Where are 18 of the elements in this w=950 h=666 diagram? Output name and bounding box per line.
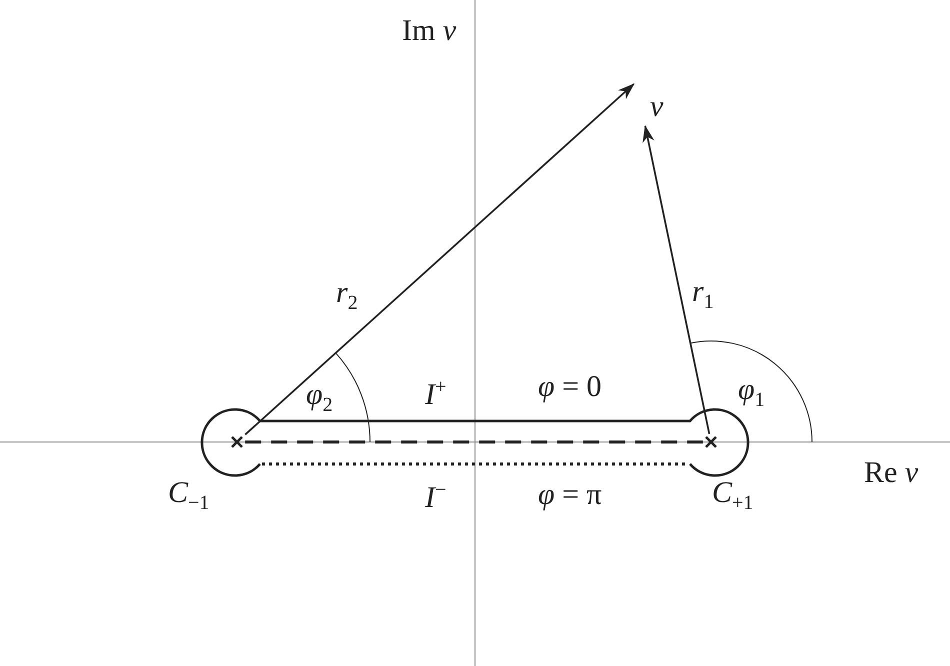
arrow (244, 83, 635, 436)
angle-label: φ$_{1}$ (738, 375, 765, 410)
interval-label: I$^{−}$ (425, 480, 446, 513)
arrow (642, 125, 710, 434)
phase-label: φ = π (538, 480, 602, 510)
axis-label: Re v (864, 458, 918, 488)
phase-label: φ = 0 (538, 372, 602, 402)
interval-label: I$^{+}$ (425, 377, 446, 410)
axis-label: Im v (402, 16, 456, 46)
contour-label: C$_{+1}$ (712, 478, 754, 513)
edge-label: r$_{2}$ (336, 278, 358, 313)
contour-label: C$_{−1}$ (168, 478, 210, 513)
branch-cut-line (245, 440, 703, 444)
branch-point-marker (703, 434, 719, 450)
branch-point-marker (229, 434, 245, 450)
edge-label: r$_{1}$ (692, 277, 714, 312)
angle-label: φ$_{2}$ (306, 380, 333, 415)
point-label: v (650, 92, 664, 122)
